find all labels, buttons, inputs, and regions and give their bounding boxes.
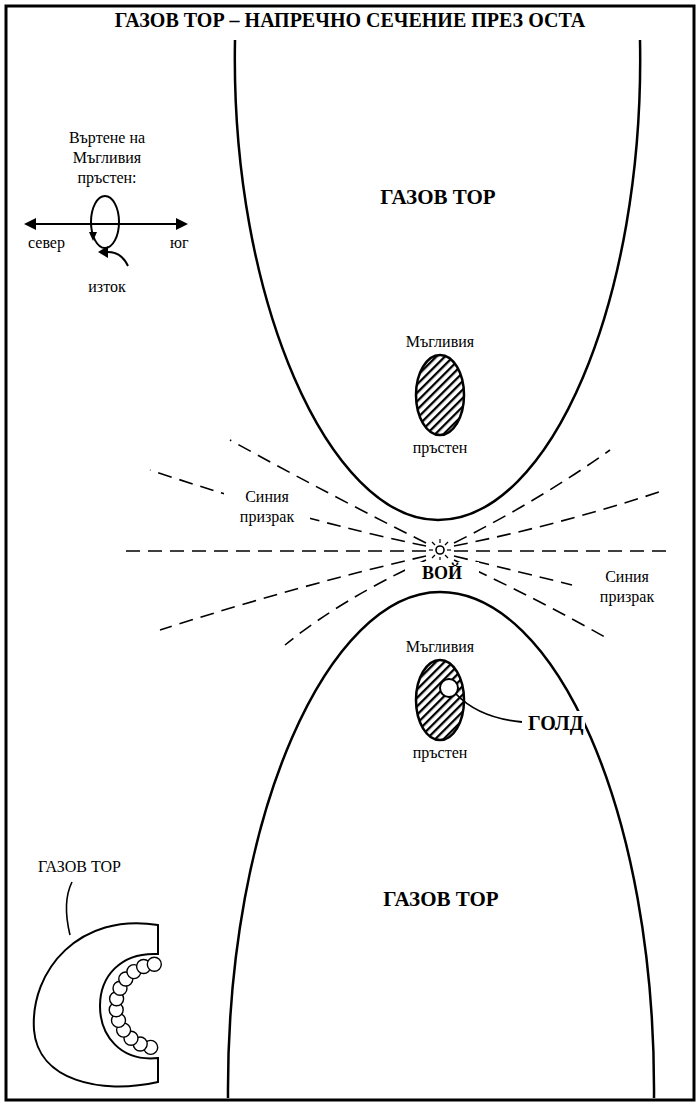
star-rays bbox=[429, 539, 451, 560]
leader-line bbox=[456, 694, 522, 722]
diagram-label: ВОЙ bbox=[405, 562, 479, 585]
axis-line bbox=[36, 223, 176, 225]
leader-line bbox=[66, 882, 72, 935]
ring-label: Мъгливия bbox=[385, 637, 495, 657]
gold-ship-symbol bbox=[440, 679, 458, 697]
rotation-arrow bbox=[106, 252, 128, 266]
arrow-head bbox=[24, 218, 36, 230]
torus-outline bbox=[235, 40, 640, 520]
ring-label: пръстен bbox=[385, 743, 495, 763]
rotation-ring-symbol bbox=[91, 196, 119, 248]
mist-ring-node: Мъгливия пръстен bbox=[385, 635, 495, 765]
mist-ring-node: Мъгливия пръстен bbox=[385, 330, 495, 460]
arrow-head bbox=[89, 232, 97, 241]
region-label: ГАЗОВ ТОР bbox=[228, 887, 654, 912]
diagram-label: Синия призрак bbox=[224, 487, 310, 527]
diagram-title: ГАЗОВ ТОР – НАПРЕЧНО СЕЧЕНИЕ ПРЕЗ ОСТА bbox=[0, 9, 700, 32]
diagram-label: ГОЛД bbox=[526, 711, 585, 736]
arrow-head bbox=[98, 246, 108, 258]
mist-ring-section bbox=[416, 660, 464, 740]
gas-torus-region: ГАЗОВ ТОР Мъгливия пръстен bbox=[228, 40, 648, 522]
diagram-label: север bbox=[26, 233, 67, 253]
frame-border bbox=[6, 6, 694, 1100]
diagram-label: Въртене на Мъгливия пръстен: bbox=[55, 128, 159, 188]
diagram-label: Синия призрак bbox=[582, 567, 672, 607]
arrow-head bbox=[176, 218, 188, 230]
torus-coil bbox=[109, 957, 161, 1054]
diagram-label: ГАЗОВ ТОР bbox=[36, 857, 123, 877]
gas-torus-region: ГАЗОВ ТОР Мъгливия пръстен bbox=[228, 592, 654, 1098]
mist-ring-section bbox=[416, 355, 464, 435]
ring-label: Мъгливия bbox=[385, 332, 495, 352]
ring-label: пръстен bbox=[385, 438, 495, 458]
star-symbol bbox=[436, 546, 444, 554]
region-label: ГАЗОВ ТОР bbox=[228, 185, 648, 210]
torus-outline bbox=[228, 592, 654, 1098]
ghost-field-lines bbox=[125, 440, 672, 645]
diagram-label: изток bbox=[75, 277, 139, 297]
torus-shell bbox=[34, 923, 158, 1086]
diagram-label: юг bbox=[168, 233, 191, 253]
